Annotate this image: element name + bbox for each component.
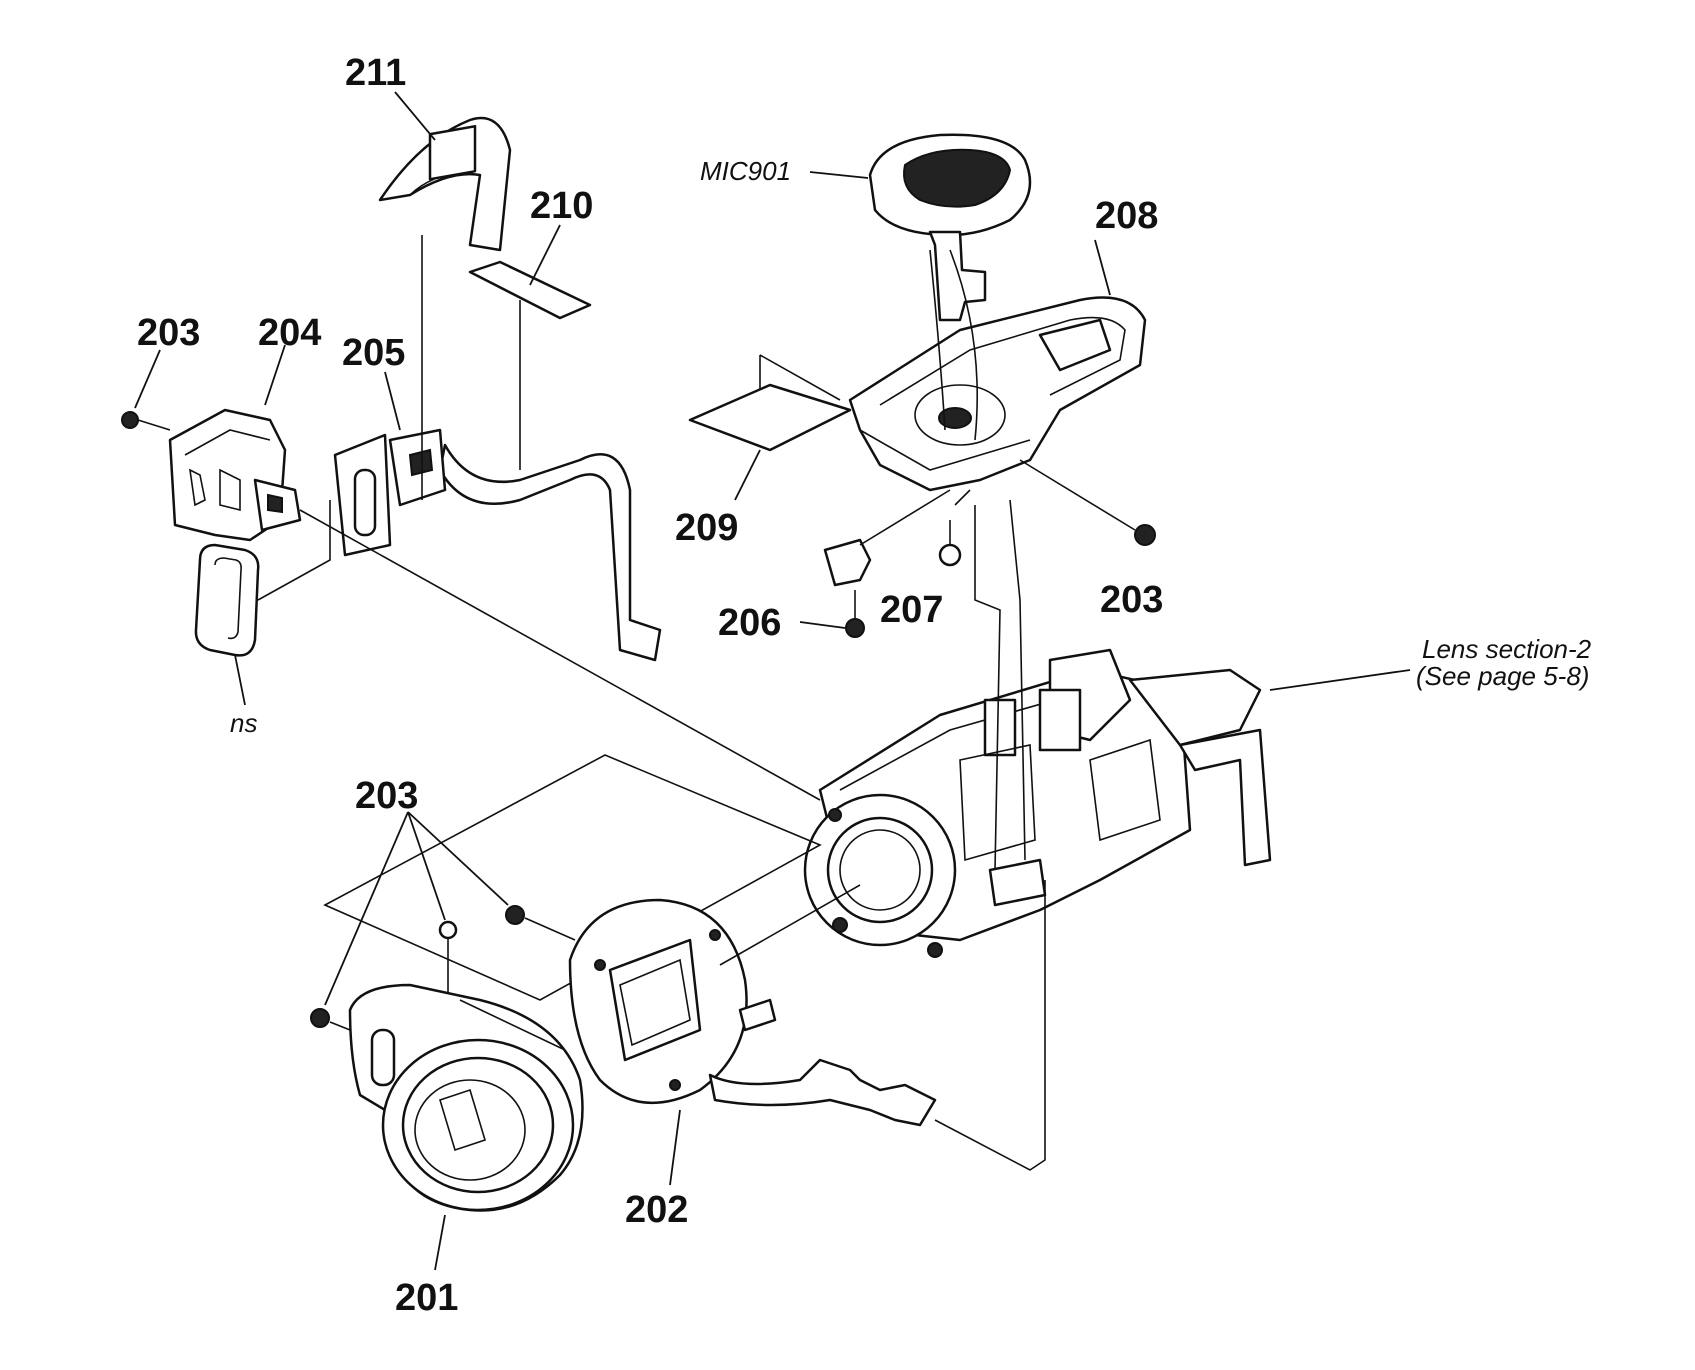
leader-210	[529, 224, 561, 286]
leader-211	[394, 91, 436, 141]
screw-203-right	[1019, 459, 1156, 546]
guide-flex-lens	[934, 880, 1046, 1171]
label-203-right: 203	[1100, 579, 1163, 621]
label-mic901: MIC901	[700, 156, 791, 186]
label-204: 204	[258, 312, 321, 354]
label-ns: ns	[230, 708, 257, 738]
leader-lens-section	[1269, 669, 1411, 691]
screw-203-front-c	[505, 905, 576, 941]
leader-203-front-a	[324, 811, 409, 1006]
leader-203-front-b	[407, 811, 446, 921]
guide-mic-lens-1	[974, 505, 1001, 871]
label-203-front: 203	[355, 775, 418, 817]
leader-203-front-c	[407, 811, 509, 906]
label-202: 202	[625, 1189, 688, 1231]
part-ns-loop	[194, 543, 260, 657]
guide-202-lens	[719, 884, 861, 966]
label-207: 207	[880, 589, 943, 631]
label-208: 208	[1095, 195, 1158, 237]
label-201: 201	[395, 1277, 458, 1319]
part-211-cover	[378, 116, 512, 252]
screw-203-left	[121, 411, 171, 431]
label-205: 205	[342, 332, 405, 374]
guide-line-bracket-lens	[299, 509, 821, 801]
label-203-left: 203	[137, 312, 200, 354]
leader-202	[669, 1109, 681, 1186]
leader-ns	[234, 654, 246, 706]
label-209: 209	[675, 507, 738, 549]
guide-201-top	[459, 999, 566, 1051]
leader-mic901	[809, 171, 869, 179]
label-lens-section-line2: (See page 5-8)	[1416, 661, 1589, 691]
label-210: 210	[530, 185, 593, 227]
leader-206	[799, 621, 846, 629]
guide-mic-lens-2	[1009, 499, 1026, 861]
screw-206	[845, 590, 865, 638]
dash-ns-link	[257, 500, 331, 601]
leader-209	[734, 449, 761, 501]
flex-cable-lower	[708, 1058, 937, 1127]
part-209-sheet	[688, 354, 852, 452]
screw-203-front-a	[310, 1008, 376, 1041]
label-211: 211	[345, 52, 406, 94]
label-206: 206	[718, 602, 781, 644]
leader-204	[264, 344, 286, 406]
part-mic901	[868, 133, 1032, 322]
part-204-bracket	[168, 408, 302, 542]
part-205-jack	[333, 428, 447, 557]
part-210-sheet	[468, 260, 592, 320]
label-lens-section-line1: Lens section-2	[1422, 634, 1592, 664]
mic-wire-2	[949, 249, 979, 441]
leader-205	[384, 371, 401, 431]
part-206-clip	[823, 489, 951, 587]
mic-wire	[929, 249, 946, 431]
leader-203-left	[134, 349, 161, 409]
part-208-housing	[848, 296, 1147, 492]
leader-208	[1094, 239, 1111, 296]
screw-207	[938, 489, 971, 567]
leader-201	[434, 1214, 446, 1271]
part-202-mount-plate	[568, 898, 777, 1105]
flex-cable-upper	[438, 443, 662, 662]
part-201-lens-cover	[348, 983, 584, 1212]
lens-block-assembly	[803, 648, 1272, 958]
guide-frame-front	[323, 754, 822, 1001]
